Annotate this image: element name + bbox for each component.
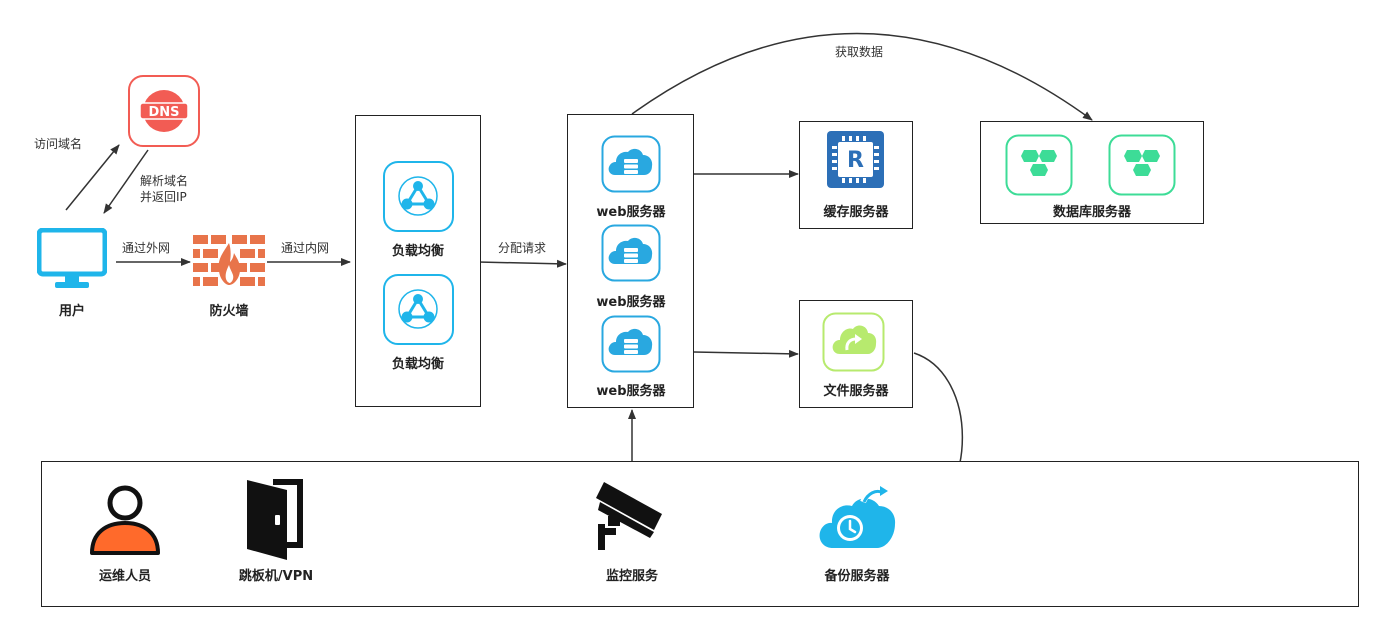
dns-icon: DNS bbox=[127, 74, 201, 148]
edge-label-dispatch: 分配请求 bbox=[498, 241, 547, 255]
web-server-label: web服务器 bbox=[596, 384, 666, 399]
svg-text:R: R bbox=[847, 148, 864, 173]
jump-server-label: 跳板机/VPN bbox=[238, 569, 314, 584]
edge-label-visit-domain: 访问域名 bbox=[34, 137, 83, 151]
firewall-label: 防火墙 bbox=[209, 304, 249, 319]
edge-label-resolve-line1: 解析域名 bbox=[140, 174, 189, 188]
file-server-label: 文件服务器 bbox=[823, 384, 889, 399]
database-icon bbox=[1108, 134, 1176, 196]
web-server-label: web服务器 bbox=[596, 295, 666, 310]
load-balancer-icon bbox=[382, 160, 455, 233]
firewall-icon bbox=[193, 235, 265, 287]
edge-web-to-db bbox=[631, 32, 1093, 121]
redis-chip-icon: R bbox=[827, 131, 884, 188]
ops-person-label: 运维人员 bbox=[98, 569, 151, 584]
web-server-label: web服务器 bbox=[596, 205, 666, 220]
edge-user-to-dns bbox=[65, 144, 120, 211]
edge-label-resolve-line2: 并返回IP bbox=[140, 190, 187, 204]
edge-lb-to-web bbox=[477, 259, 567, 268]
edge-dns-to-user bbox=[103, 149, 149, 214]
load-balancer-icon bbox=[382, 273, 455, 346]
web-server-icon bbox=[601, 135, 661, 193]
door-icon bbox=[243, 476, 307, 561]
web-server-icon bbox=[601, 224, 661, 282]
load-balancer-label: 负载均衡 bbox=[391, 357, 444, 372]
monitor-service-label: 监控服务 bbox=[605, 569, 658, 584]
edge-label-via-internal: 通过内网 bbox=[281, 241, 330, 255]
backup-server-label: 备份服务器 bbox=[824, 569, 890, 584]
database-icon bbox=[1005, 134, 1073, 196]
web-server-icon bbox=[601, 315, 661, 373]
edge-label-via-external: 通过外网 bbox=[122, 241, 171, 255]
cache-server-label: 缓存服务器 bbox=[823, 205, 889, 220]
load-balancer-label: 负载均衡 bbox=[391, 244, 444, 259]
user-label: 用户 bbox=[58, 304, 85, 319]
database-server-label: 数据库服务器 bbox=[1052, 205, 1131, 220]
svg-text:DNS: DNS bbox=[148, 105, 179, 120]
ops-zone bbox=[41, 461, 1359, 607]
file-sync-icon bbox=[822, 312, 885, 372]
edge-label-fetch-data: 获取数据 bbox=[835, 45, 884, 59]
edge-web-to-file bbox=[693, 349, 799, 358]
cloud-backup-icon bbox=[817, 478, 897, 552]
ops-person-icon bbox=[89, 484, 161, 556]
user-monitor-icon bbox=[36, 227, 108, 290]
security-camera-icon bbox=[596, 478, 666, 553]
